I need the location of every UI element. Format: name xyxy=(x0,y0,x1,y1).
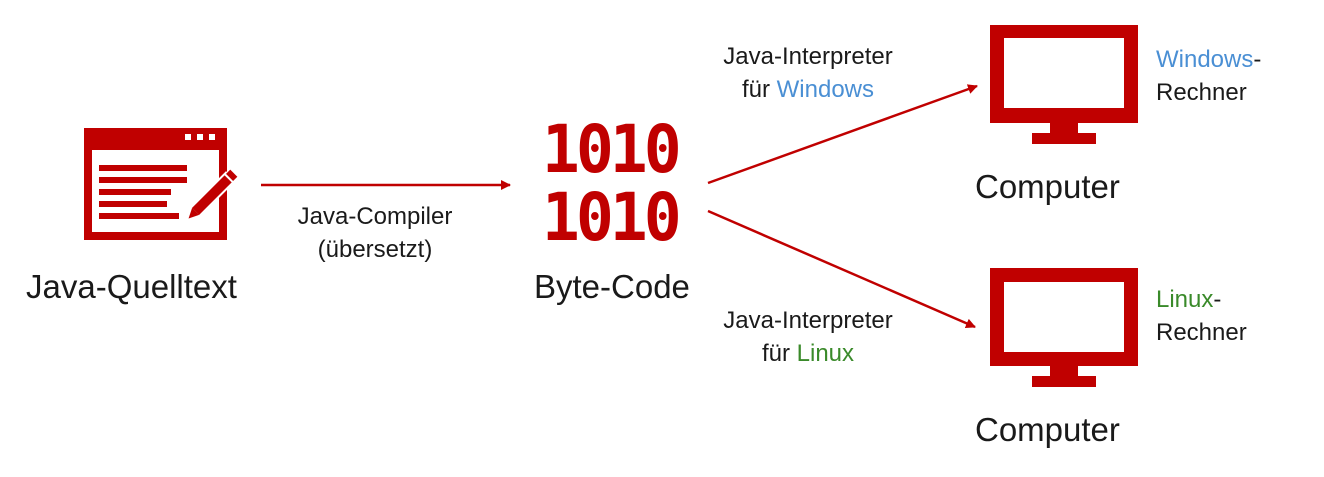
bytecode-label: Byte-Code xyxy=(534,268,690,305)
interpret-windows-arrow xyxy=(707,84,978,185)
windows-machine-line-2: Rechner xyxy=(1156,79,1247,106)
interpreter-windows-prefix: für xyxy=(741,76,777,103)
interpreter-windows-label: Java-Interpreter für Windows xyxy=(688,40,928,106)
interpreter-linux-line-2: für Linux xyxy=(688,337,928,370)
interpreter-windows-line-1: Java-Interpreter xyxy=(723,43,893,70)
interpreter-linux-prefix: für xyxy=(761,340,797,367)
linux-machine-os: Linux xyxy=(1156,286,1214,313)
monitor-icon xyxy=(990,268,1138,387)
windows-machine-label: Windows- Rechner xyxy=(1156,43,1261,109)
interpret-linux-arrow xyxy=(707,209,976,329)
interpreter-linux-os: Linux xyxy=(796,340,855,367)
binary-row-1: 1010 xyxy=(542,111,682,188)
binary-icon: 1010 1010 xyxy=(542,111,682,256)
compiler-line-2: (übersetzt) xyxy=(317,236,433,263)
interpreter-linux-label: Java-Interpreter für Linux xyxy=(688,304,928,370)
compiler-label: Java-Compiler (übersetzt) xyxy=(270,200,480,266)
code-editor-icon xyxy=(84,128,238,240)
monitor-icon xyxy=(990,25,1138,144)
linux-machine-line-1: Linux- xyxy=(1156,283,1247,316)
computer-linux-label: Computer xyxy=(975,411,1120,448)
interpreter-linux-line-1: Java-Interpreter xyxy=(723,307,893,334)
source-label: Java-Quelltext xyxy=(26,268,237,305)
windows-machine-os: Windows xyxy=(1156,46,1254,73)
linux-machine-label: Linux- Rechner xyxy=(1156,283,1247,349)
computer-windows-label: Computer xyxy=(975,168,1120,205)
linux-machine-line-2: Rechner xyxy=(1156,319,1247,346)
interpreter-windows-line-2: für Windows xyxy=(688,73,928,106)
binary-row-2: 1010 xyxy=(542,179,682,256)
linux-machine-suffix: - xyxy=(1213,286,1222,313)
interpreter-windows-os: Windows xyxy=(776,76,875,103)
windows-machine-line-1: Windows- xyxy=(1156,43,1261,76)
compiler-line-1: Java-Compiler xyxy=(297,203,453,230)
windows-machine-suffix: - xyxy=(1253,46,1262,73)
